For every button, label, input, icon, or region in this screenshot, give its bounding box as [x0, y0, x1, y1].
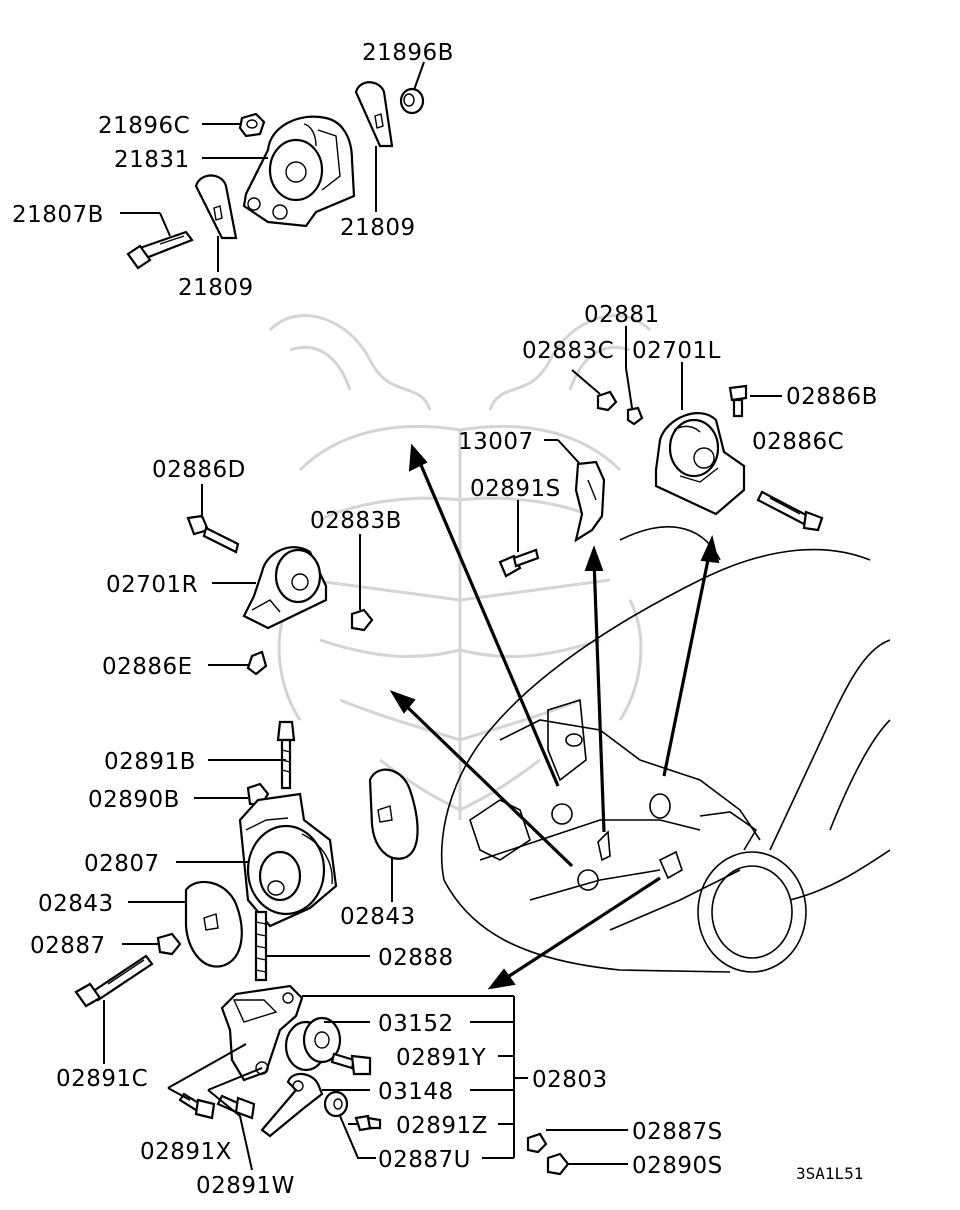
label-03148: 03148 — [378, 1079, 454, 1105]
nut-02883B — [350, 608, 374, 632]
plate-21809-right — [354, 81, 394, 148]
label-02890B: 02890B — [88, 787, 180, 813]
label-02891B: 02891B — [104, 749, 196, 775]
location-arrows — [389, 443, 720, 990]
bolt-02886C — [756, 490, 824, 532]
label-02887: 02887 — [30, 933, 106, 959]
bracket-02803 — [220, 984, 304, 1082]
label-02843-left: 02843 — [38, 891, 114, 917]
label-02883C: 02883C — [522, 338, 614, 364]
label-02891Z: 02891Z — [396, 1113, 488, 1139]
label-21896C: 21896C — [98, 113, 190, 139]
label-21896B: 21896B — [362, 40, 454, 66]
bolt-02886D — [186, 514, 240, 554]
bolt-02891W — [216, 1094, 256, 1120]
label-02886D: 02886D — [152, 457, 246, 483]
mount-02701L-group — [498, 326, 824, 578]
nut-02890S — [546, 1152, 570, 1176]
label-02807: 02807 — [84, 851, 160, 877]
label-02891W: 02891W — [196, 1173, 295, 1199]
label-03152: 03152 — [378, 1011, 454, 1037]
stud-02888 — [254, 910, 268, 982]
mount-21831-group — [120, 61, 425, 272]
label-02886E: 02886E — [102, 654, 193, 680]
nut-02883C — [596, 390, 618, 412]
bushing-03152 — [284, 1016, 342, 1072]
nut-02881 — [626, 406, 644, 426]
label-13007: 13007 — [458, 429, 534, 455]
label-02886B: 02886B — [786, 384, 878, 410]
washer-02843-right — [368, 768, 419, 860]
bolt-21807B — [126, 230, 194, 270]
label-02843-right: 02843 — [340, 904, 416, 930]
diagram-code: 3SA1L51 — [796, 1164, 863, 1183]
part-labels: 21896B 21896C 21831 21807B 21809 21809 0… — [12, 40, 878, 1199]
mount-02807-group — [74, 720, 419, 1064]
label-02803: 02803 — [532, 1067, 608, 1093]
label-21831: 21831 — [114, 147, 190, 173]
bolt-02886B — [728, 384, 748, 418]
label-02891Y: 02891Y — [396, 1045, 487, 1071]
label-02888: 02888 — [378, 945, 454, 971]
label-02701L: 02701L — [632, 338, 721, 364]
label-02891S: 02891S — [470, 476, 561, 502]
washer-02887U — [323, 1090, 349, 1118]
label-02891X: 02891X — [140, 1139, 232, 1165]
label-02886C: 02886C — [752, 429, 844, 455]
mount-21831 — [242, 115, 356, 228]
label-02883B: 02883B — [310, 508, 402, 534]
label-21809-left: 21809 — [178, 275, 254, 301]
mount-02807 — [238, 792, 338, 928]
nut-02887S — [526, 1132, 548, 1154]
label-21809-right: 21809 — [340, 215, 416, 241]
bolt-02891S — [498, 548, 540, 578]
label-02891C: 02891C — [56, 1066, 148, 1092]
label-02887S: 02887S — [632, 1119, 723, 1145]
link-03148 — [260, 1072, 324, 1138]
label-02881: 02881 — [584, 302, 660, 328]
mount-02701R — [242, 546, 328, 630]
bolt-02891Y — [330, 1052, 372, 1076]
nut-21896B — [399, 87, 425, 115]
bracket-02803-group — [167, 984, 628, 1176]
mount-02701R-group — [186, 484, 374, 676]
bolt-02891C — [74, 954, 154, 1008]
nut-21896C — [238, 112, 266, 138]
label-02887U: 02887U — [378, 1147, 471, 1173]
nut-02887 — [156, 932, 182, 956]
label-02890S: 02890S — [632, 1153, 723, 1179]
washer-02843-left — [184, 880, 243, 968]
bolt-02891B — [276, 720, 296, 790]
label-02701R: 02701R — [106, 572, 198, 598]
nut-02886E — [246, 650, 268, 676]
bolt-02891Z — [354, 1114, 382, 1132]
label-21807B: 21807B — [12, 202, 104, 228]
mount-02701L — [654, 412, 746, 516]
bracket-13007 — [574, 460, 606, 543]
